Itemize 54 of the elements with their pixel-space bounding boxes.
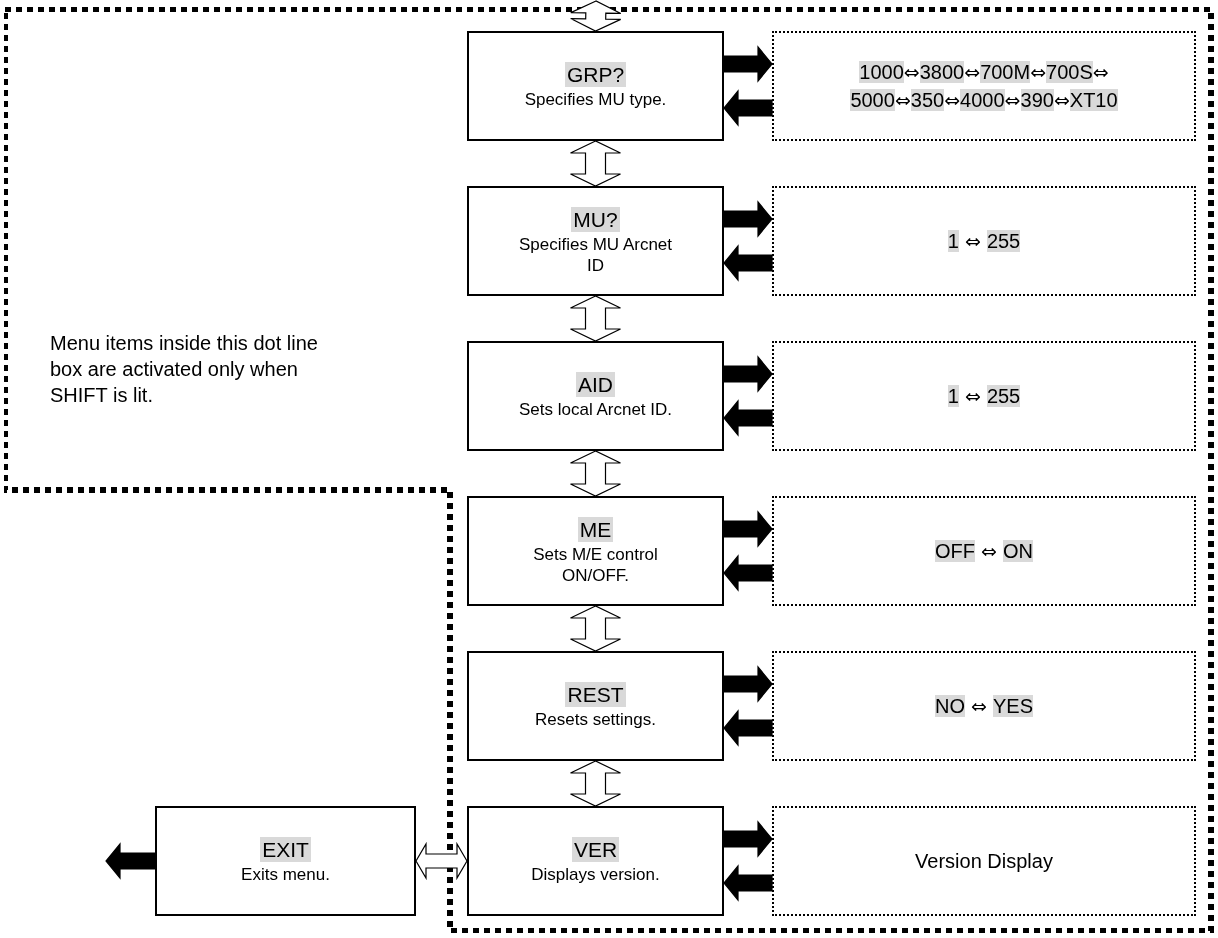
arrow — [723, 709, 773, 747]
arrow — [723, 510, 773, 548]
double-arrow — [569, 450, 622, 497]
arrow — [723, 200, 773, 238]
menu-item-box — [467, 186, 724, 296]
menu-item-box — [467, 806, 724, 916]
arrow — [723, 665, 773, 703]
note-text: Menu items inside this dot line box are activated only when SHIFT is lit. — [50, 331, 319, 408]
value-options: OFF ⇔ ON — [927, 537, 1041, 565]
value-box — [772, 31, 1196, 141]
value-box — [772, 651, 1196, 761]
double-arrow — [569, 295, 622, 342]
value-box — [772, 806, 1196, 916]
arrow — [723, 554, 773, 592]
arrow — [723, 355, 773, 393]
value-box — [772, 341, 1196, 451]
double-arrow — [569, 605, 622, 652]
menu-item-box — [467, 31, 724, 141]
menu-code: AID — [576, 372, 615, 397]
menu-description: Specifies MU type. — [523, 89, 668, 110]
menu-code: MU? — [571, 206, 620, 232]
menu-code: GRP? — [564, 62, 627, 87]
menu-item-box — [467, 496, 724, 606]
value-box — [772, 186, 1196, 296]
menu-code: ME — [577, 516, 614, 542]
menu-description: Sets local Arcnet ID. — [517, 399, 674, 420]
menu-code: REST — [565, 682, 626, 707]
arrow — [723, 399, 773, 437]
menu-description: Sets M/E control ON/OFF. — [532, 543, 659, 586]
arrow — [723, 45, 773, 83]
menu-code: VER — [571, 837, 620, 862]
arrow — [723, 864, 773, 902]
arrow — [723, 820, 773, 858]
menu-description: Resets settings. — [534, 709, 657, 730]
double-arrow — [570, 0, 622, 32]
double-arrow — [569, 760, 622, 807]
value-options: Version Display — [907, 847, 1061, 875]
arrow — [105, 842, 156, 880]
menu-item-box — [155, 806, 416, 916]
value-options: 1 ⇔ 255 — [939, 227, 1029, 255]
value-options: 1000⇔3800⇔700M⇔700S⇔ 5000⇔350⇔4000⇔390⇔XT10 — [774, 58, 1194, 114]
value-box — [772, 496, 1196, 606]
value-options: 1 ⇔ 255 — [939, 382, 1029, 410]
arrow — [723, 244, 773, 282]
menu-item-box — [467, 341, 724, 451]
menu-code: EXIT — [260, 837, 311, 862]
menu-description: Specifies MU Arcnet ID — [517, 233, 674, 276]
value-options: NO ⇔ YES — [927, 692, 1041, 720]
double-arrow — [569, 140, 622, 187]
double-arrow — [415, 841, 468, 881]
menu-description: Exits menu. — [240, 864, 331, 885]
arrow — [723, 89, 773, 127]
menu-description: Displays version. — [530, 864, 661, 885]
menu-item-box — [467, 651, 724, 761]
